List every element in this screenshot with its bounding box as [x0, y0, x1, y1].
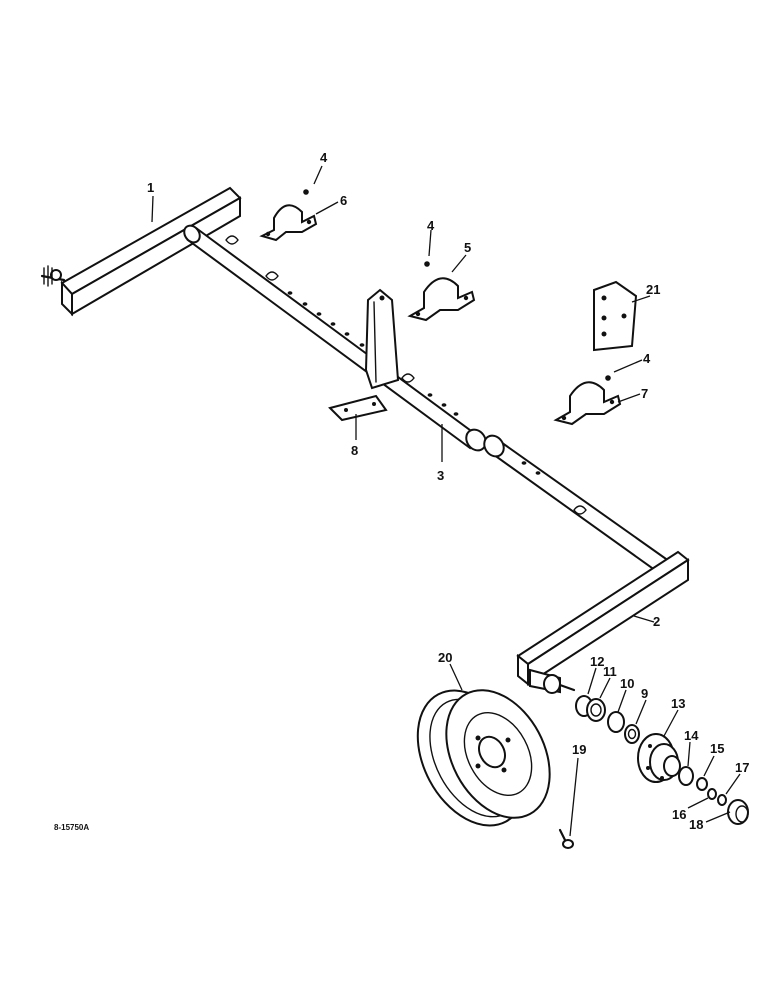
- tube-holes-left: [287, 291, 459, 416]
- callout-20: 20: [438, 650, 452, 665]
- callout-4-b: 4: [427, 218, 435, 233]
- callout-10: 10: [620, 676, 634, 691]
- callout-21: 21: [646, 282, 660, 297]
- callout-9: 9: [641, 686, 648, 701]
- part-11-bearing: [586, 698, 606, 722]
- part-2-right-arm: [516, 550, 690, 694]
- part-7-u-clamp: [553, 381, 622, 426]
- callout-3: 3: [437, 468, 444, 483]
- hub-components: [575, 695, 749, 825]
- part-16-nut: [707, 788, 717, 800]
- callout-16: 16: [672, 807, 686, 822]
- mounting-bracket: [364, 288, 400, 390]
- part-6-u-clamp: [259, 204, 318, 242]
- callout-2: 2: [653, 614, 660, 629]
- part-14-cone: [678, 766, 694, 786]
- part-21-plate: [593, 280, 638, 352]
- part-15-washer: [696, 777, 708, 791]
- callouts: 1 2 3 4 4 4 5 6 7 8 9 10 11 12 13 14 15 …: [147, 150, 749, 837]
- callout-15: 15: [710, 741, 724, 756]
- callout-8: 8: [351, 443, 358, 458]
- callout-11: 11: [603, 664, 617, 679]
- callout-5: 5: [464, 240, 471, 255]
- part-3-axle-tube-left: [183, 224, 487, 452]
- part-17-pin: [717, 794, 727, 806]
- left-spindle-bolt: [40, 265, 66, 287]
- callout-17: 17: [735, 760, 749, 775]
- clamp-slot-2: [265, 271, 279, 281]
- diagram-code: 8-15750A: [54, 823, 89, 832]
- callout-4-c: 4: [643, 351, 651, 366]
- callout-12: 12: [590, 654, 604, 669]
- callout-7: 7: [641, 386, 648, 401]
- part-13-hub: [637, 733, 681, 783]
- part-5-u-clamp: [407, 277, 476, 322]
- part-9-cone: [624, 724, 640, 744]
- callout-6: 6: [340, 193, 347, 208]
- part-10-cup: [607, 711, 625, 733]
- part-8-plate: [328, 394, 388, 422]
- part-4-bolts: [303, 189, 611, 381]
- part-3-axle-tube-right: [483, 434, 678, 580]
- part-20-wheel-rim: [416, 689, 551, 827]
- callout-13: 13: [671, 696, 685, 711]
- part-19-wheel-bolt: [558, 828, 574, 849]
- callout-4-a: 4: [320, 150, 328, 165]
- callout-14: 14: [684, 728, 699, 743]
- callout-18: 18: [689, 817, 703, 832]
- callout-19: 19: [572, 742, 586, 757]
- part-18-cap: [727, 799, 749, 825]
- clamp-slot-3: [401, 373, 415, 383]
- callout-1: 1: [147, 180, 154, 195]
- right-spindle: [529, 668, 576, 694]
- clamp-slot-1: [225, 235, 239, 245]
